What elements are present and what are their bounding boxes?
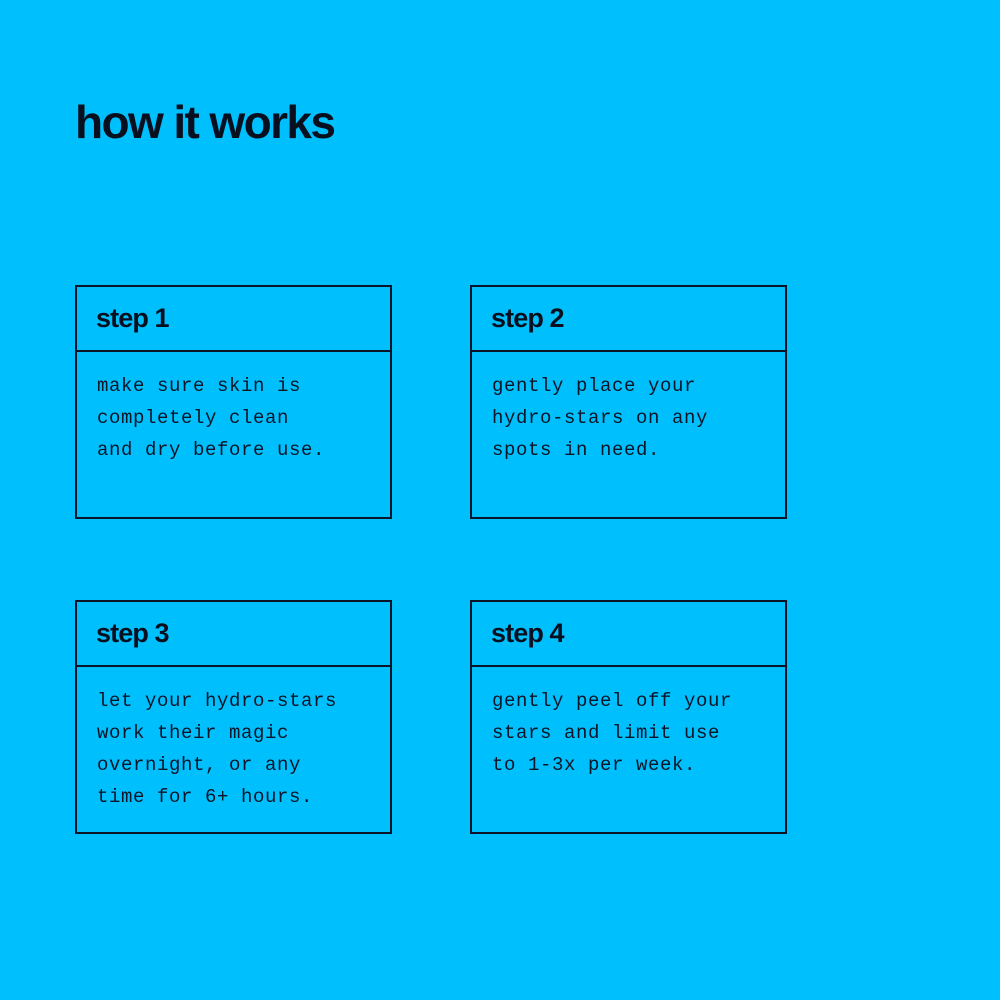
step-card-4-line-3: to 1-3x per week. (492, 754, 697, 776)
step-card-4-line-1: gently peel off your (492, 690, 733, 712)
step-card-3-body: let your hydro-stars work their magic ov… (77, 667, 390, 832)
steps-row-bottom: step 3 let your hydro-stars work their m… (75, 600, 788, 834)
step-card-1-header: step 1 (77, 287, 390, 352)
step-card-2-body: gently place your hydro-stars on any spo… (472, 352, 785, 517)
step-card-4: step 4 gently peel off your stars and li… (470, 600, 787, 834)
steps-grid: step 1 make sure skin is completely clea… (75, 285, 788, 834)
step-card-3-header: step 3 (77, 602, 390, 667)
step-card-2-header: step 2 (472, 287, 785, 352)
step-card-2-line-2: hydro-stars on any (492, 407, 709, 429)
step-card-3-line-4: time for 6+ hours. (97, 786, 314, 808)
step-card-1-line-1: make sure skin is (97, 375, 302, 397)
step-card-3: step 3 let your hydro-stars work their m… (75, 600, 392, 834)
step-card-1-line-2: completely clean (97, 407, 290, 429)
step-card-4-header: step 4 (472, 602, 785, 667)
step-card-3-line-3: overnight, or any (97, 754, 302, 776)
step-card-2-line-3: spots in need. (492, 439, 661, 461)
step-card-2: step 2 gently place your hydro-stars on … (470, 285, 787, 519)
step-card-4-body: gently peel off your stars and limit use… (472, 667, 785, 832)
step-card-3-line-1: let your hydro-stars (97, 690, 338, 712)
step-card-2-line-1: gently place your (492, 375, 697, 397)
step-card-4-title: step 4 (491, 618, 565, 648)
step-card-3-title: step 3 (96, 618, 170, 648)
step-card-1-body: make sure skin is completely clean and d… (77, 352, 390, 517)
step-card-4-line-2: stars and limit use (492, 722, 721, 744)
step-card-1-line-3: and dry before use. (97, 439, 326, 461)
step-card-1: step 1 make sure skin is completely clea… (75, 285, 392, 519)
step-card-1-title: step 1 (96, 303, 170, 333)
step-card-3-line-2: work their magic (97, 722, 290, 744)
step-card-2-title: step 2 (491, 303, 565, 333)
steps-row-top: step 1 make sure skin is completely clea… (75, 285, 788, 519)
page-title: how it works (75, 96, 336, 148)
